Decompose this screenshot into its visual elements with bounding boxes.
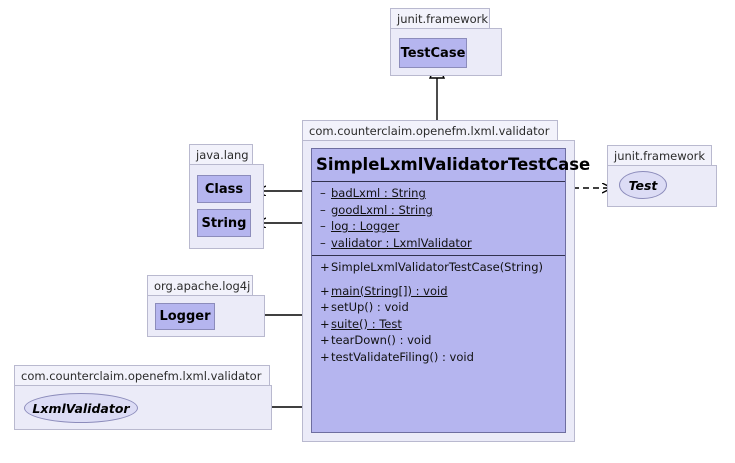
package-label: java.lang — [189, 144, 253, 166]
constructor-row: + SimpleLxmlValidatorTestCase(String) — [312, 259, 565, 276]
class-node-simplelxmlvalidatortestcase[interactable]: SimpleLxmlValidatorTestCase – badLxml : … — [311, 148, 590, 433]
package-label: com.counterclaim.openefm.lxml.validator — [14, 365, 270, 387]
method-signature: main(String[]) : void — [331, 283, 448, 298]
attribute-signature: log : Logger — [331, 219, 400, 233]
package-validator-bottom: com.counterclaim.openefm.lxml.validator … — [14, 365, 272, 430]
interface-node-test[interactable]: Test — [619, 171, 667, 199]
class-node-logger[interactable]: Logger — [155, 303, 215, 330]
visibility-marker: – — [320, 202, 326, 217]
method-row: + main(String[]) : void — [312, 283, 565, 300]
visibility-marker: + — [320, 316, 330, 331]
attribute-row: – goodLxml : String — [312, 202, 565, 219]
package-label: org.apache.log4j — [147, 275, 253, 297]
interface-node-lxmlvalidator[interactable]: LxmlValidator — [24, 393, 138, 423]
visibility-marker: – — [320, 186, 326, 200]
package-java-lang: java.lang Class String — [189, 144, 264, 249]
visibility-marker: + — [320, 349, 330, 364]
visibility-marker: – — [320, 219, 326, 233]
attribute-signature: badLxml : String — [331, 186, 426, 200]
method-row: + testValidateFiling() : void — [312, 349, 565, 366]
visibility-marker: – — [320, 235, 326, 250]
visibility-marker: + — [320, 283, 330, 298]
class-node-class[interactable]: Class — [197, 175, 251, 203]
package-junit-framework-top: junit.framework TestCase — [390, 8, 502, 76]
method-signature: suite() : Test — [331, 316, 402, 331]
class-title: SimpleLxmlValidatorTestCase — [312, 149, 590, 182]
attribute-row: – badLxml : String — [312, 185, 565, 202]
visibility-marker: + — [320, 260, 330, 274]
package-org-apache-log4j: org.apache.log4j Logger — [147, 275, 265, 337]
operations-compartment: + SimpleLxmlValidatorTestCase(String) + … — [312, 256, 565, 369]
class-node-testcase[interactable]: TestCase — [399, 38, 467, 68]
attribute-row: – log : Logger — [312, 218, 565, 235]
attribute-signature: goodLxml : String — [331, 202, 433, 217]
constructor-signature: SimpleLxmlValidatorTestCase(String) — [331, 260, 543, 274]
method-row: + setUp() : void — [312, 299, 565, 316]
class-node-string[interactable]: String — [197, 209, 251, 237]
method-row: + tearDown() : void — [312, 332, 565, 349]
visibility-marker: + — [320, 333, 330, 347]
package-junit-framework-right: junit.framework Test — [607, 145, 717, 207]
package-label: junit.framework — [607, 145, 712, 167]
visibility-marker: + — [320, 300, 330, 314]
method-signature: setUp() : void — [331, 300, 409, 314]
attribute-signature: validator : LxmlValidator — [331, 235, 472, 250]
method-signature: tearDown() : void — [331, 333, 432, 347]
package-label: junit.framework — [390, 8, 490, 30]
attributes-compartment: – badLxml : String – goodLxml : String –… — [312, 182, 565, 256]
method-signature: testValidateFiling() : void — [331, 349, 474, 364]
package-label: com.counterclaim.openefm.lxml.validator — [302, 120, 558, 142]
attribute-row: – validator : LxmlValidator — [312, 235, 565, 252]
method-row: + suite() : Test — [312, 316, 565, 333]
